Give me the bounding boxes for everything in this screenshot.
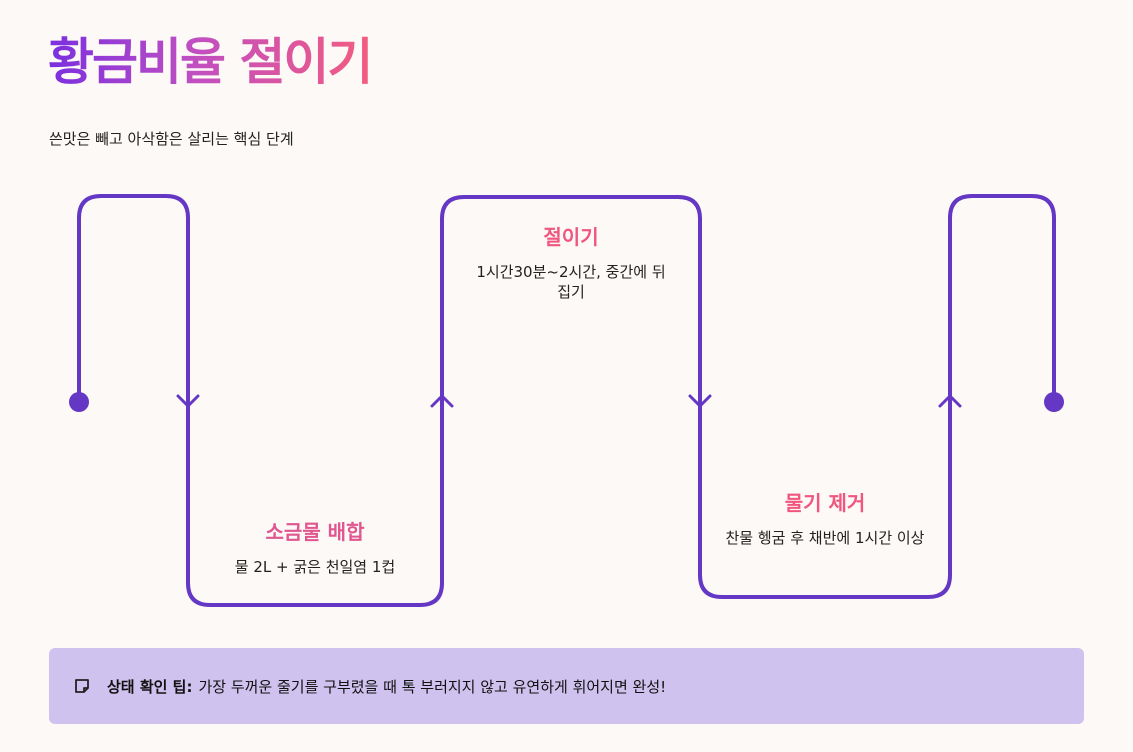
- arrow-up-icon: [938, 394, 962, 408]
- flow-start-dot: [69, 392, 89, 412]
- step-description: 1시간30분~2시간, 중간에 뒤집기: [476, 263, 666, 301]
- step-title: 절이기: [543, 225, 599, 249]
- tip-label: 상태 확인 팁:: [107, 677, 193, 696]
- step-salting: 절이기 1시간30분~2시간, 중간에 뒤집기: [471, 221, 671, 302]
- serpentine-flow-path: [77, 194, 1056, 607]
- step-description: 찬물 헹굼 후 채반에 1시간 이상: [725, 529, 925, 547]
- flow-end-dot: [1044, 392, 1064, 412]
- step-drain-water: 물기 제거 찬물 헹굼 후 채반에 1시간 이상: [725, 487, 925, 548]
- page-subtitle: 쓴맛은 빼고 아삭함은 살리는 핵심 단계: [49, 130, 294, 148]
- step-title: 물기 제거: [784, 491, 866, 515]
- step-brine-mix: 소금물 배합 물 2L + 굵은 천일염 1컵: [215, 516, 415, 577]
- note-icon: [75, 679, 89, 693]
- step-title: 소금물 배합: [265, 520, 365, 544]
- tip-box: 상태 확인 팁: 가장 두꺼운 줄기를 구부렸을 때 톡 부러지지 않고 유연하…: [49, 648, 1084, 724]
- page-title: 황금비율 절이기: [48, 22, 373, 94]
- tip-text: 가장 두꺼운 줄기를 구부렸을 때 톡 부러지지 않고 유연하게 휘어지면 완성…: [198, 677, 667, 696]
- arrow-down-icon: [176, 394, 200, 408]
- arrow-down-icon: [688, 394, 712, 408]
- step-description: 물 2L + 굵은 천일염 1컵: [234, 558, 396, 576]
- arrow-up-icon: [430, 394, 454, 408]
